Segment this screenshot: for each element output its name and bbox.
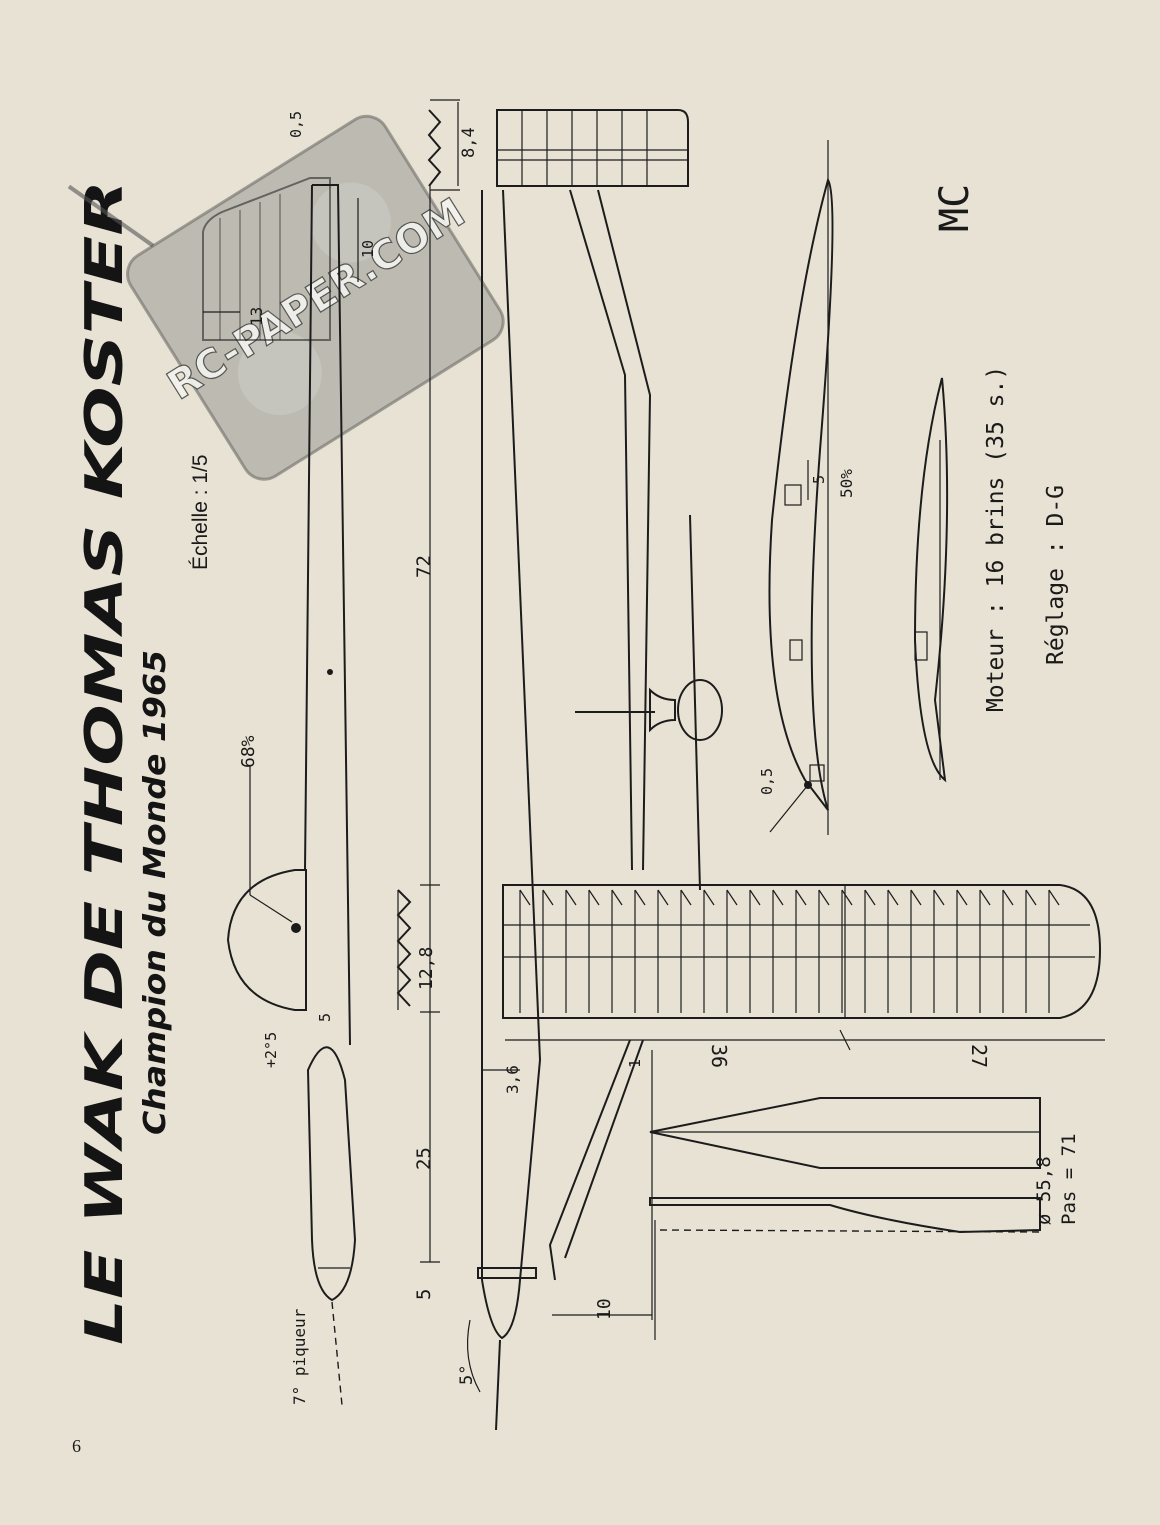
wing-gusset <box>933 889 945 906</box>
wing-gusset <box>772 889 784 906</box>
pct-50: 50% <box>837 469 856 498</box>
wing-gusset <box>1048 889 1060 906</box>
wing-gusset <box>979 889 991 906</box>
dim-72: 72 <box>413 555 435 578</box>
wing-gusset <box>657 889 669 906</box>
wing-gusset <box>565 889 577 906</box>
dim-13: 13 <box>247 307 266 326</box>
wing-gusset <box>956 889 968 906</box>
dim-27: 27 <box>967 1044 991 1068</box>
tailplane-view: 13 10 0,5 <box>202 111 377 341</box>
wing-front-view: 1 10 <box>548 189 723 1320</box>
wing-gusset <box>1025 889 1037 906</box>
dim-0-5-tail: 0,5 <box>287 111 305 138</box>
wing-gusset <box>611 889 623 906</box>
wing-gusset <box>634 889 646 906</box>
scale-label: Échelle : 1/5 <box>189 454 212 570</box>
wing-gusset <box>588 889 600 906</box>
wing-gusset <box>841 889 853 906</box>
prop-diameter: ø 55,8 <box>1033 1156 1055 1225</box>
wing-gusset <box>1002 889 1014 906</box>
propeller-views: ø 55,8 Pas = 71 <box>649 1097 1080 1340</box>
wing-profile-small <box>913 377 949 783</box>
wing-gusset <box>910 889 922 906</box>
wing-gusset <box>818 889 830 906</box>
wing-gusset <box>680 889 692 906</box>
wing-gusset <box>726 889 738 906</box>
dim-0-5-profile: 0,5 <box>758 768 776 795</box>
dim-12-8: 12,8 <box>416 947 437 990</box>
wing-gusset <box>887 889 899 906</box>
dim-5-profile: 5 <box>810 475 828 484</box>
initials: MC <box>932 184 978 232</box>
dim-10-tail: 10 <box>359 240 377 258</box>
page-number: 6 <box>72 1436 81 1456</box>
wing-gusset <box>749 889 761 906</box>
plan-title: LE WAK DE THOMAS KOSTER <box>75 180 135 1345</box>
wing-tip-view: 8,4 <box>427 99 689 191</box>
wing-gusset <box>864 889 876 906</box>
dim-8-4: 8,4 <box>459 127 479 158</box>
dim-25: 25 <box>413 1147 435 1170</box>
fuselage-dimensions: 72 25 5 12,8 <box>396 185 440 1300</box>
dim-5-fuse: 5 <box>316 1013 334 1022</box>
dim-5: 5 <box>413 1289 435 1300</box>
prop-pitch: Pas = 71 <box>1058 1133 1080 1225</box>
plan-subtitle: Champion du Monde 1965 <box>138 650 173 1135</box>
fuselage-side-view: 3,6 5° <box>457 189 541 1431</box>
prop-angle-label: 5° <box>457 1365 477 1385</box>
wing-gusset <box>542 889 554 906</box>
trim-note: Réglage : D-G <box>1043 485 1069 665</box>
wing-gusset <box>519 889 531 906</box>
motor-note: Moteur : 16 brins (35 s.) <box>983 366 1009 712</box>
wing-profile-large: 5 50% 0,5 <box>758 140 856 835</box>
pct-68: 68% <box>238 735 259 768</box>
dim-3-6: 3,6 <box>503 1065 522 1094</box>
dim-10: 10 <box>594 1298 615 1320</box>
dim-1: 1 <box>626 1059 644 1068</box>
wing-gusset <box>795 889 807 906</box>
wing-planform: 36 27 <box>502 884 1105 1068</box>
fuselage-top-view: 68% +2°5 5 7° piqueur <box>226 184 357 1406</box>
wing-gusset <box>703 889 715 906</box>
dim-36: 36 <box>707 1044 731 1068</box>
incidence-label: +2°5 <box>262 1032 280 1068</box>
piqueur-label: 7° piqueur <box>290 1308 309 1405</box>
